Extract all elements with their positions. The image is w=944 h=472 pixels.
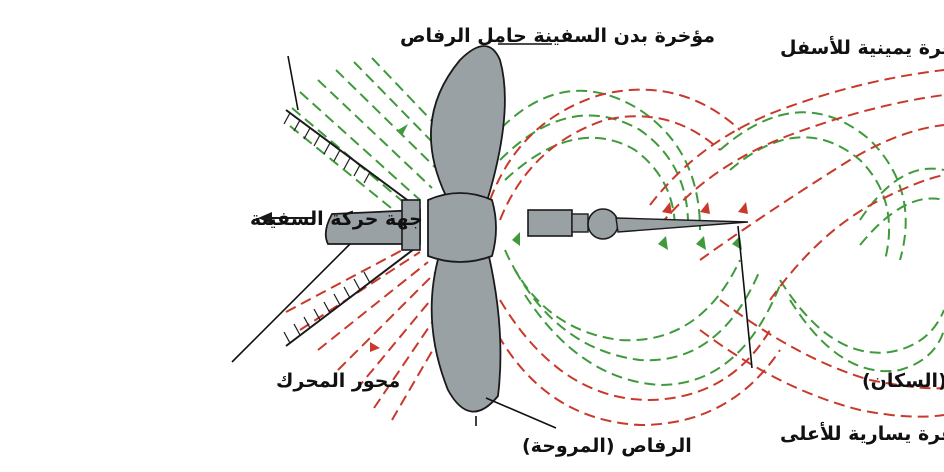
engine-shaft bbox=[324, 199, 421, 251]
rudder bbox=[527, 208, 749, 240]
water-flow-lines bbox=[285, 57, 944, 427]
ship-direction-label: جهة حركة السفينة bbox=[250, 208, 423, 230]
leader-lines bbox=[231, 43, 753, 429]
red-wake-arcs bbox=[489, 69, 944, 427]
blade-up-label: شفرة يسارية للأعلى bbox=[780, 422, 944, 445]
hull-stern bbox=[283, 109, 419, 347]
propeller bbox=[427, 45, 506, 413]
arrow-left-icon bbox=[258, 212, 314, 224]
green-wake-arcs bbox=[489, 89, 944, 387]
rudder-label: الدفة (السكان) bbox=[862, 370, 944, 392]
green-flow-upper bbox=[289, 57, 451, 213]
hull-stern-label: مؤخرة بدن السفينة حامل الرفاص bbox=[400, 25, 715, 47]
propeller-label: الرفاص (المروحة) bbox=[522, 435, 692, 457]
blade-down-label: شفرة يمينية للأسفل bbox=[780, 36, 944, 59]
engine-shaft-label: محور المحرك bbox=[276, 370, 400, 392]
red-flow-lower bbox=[285, 245, 457, 421]
